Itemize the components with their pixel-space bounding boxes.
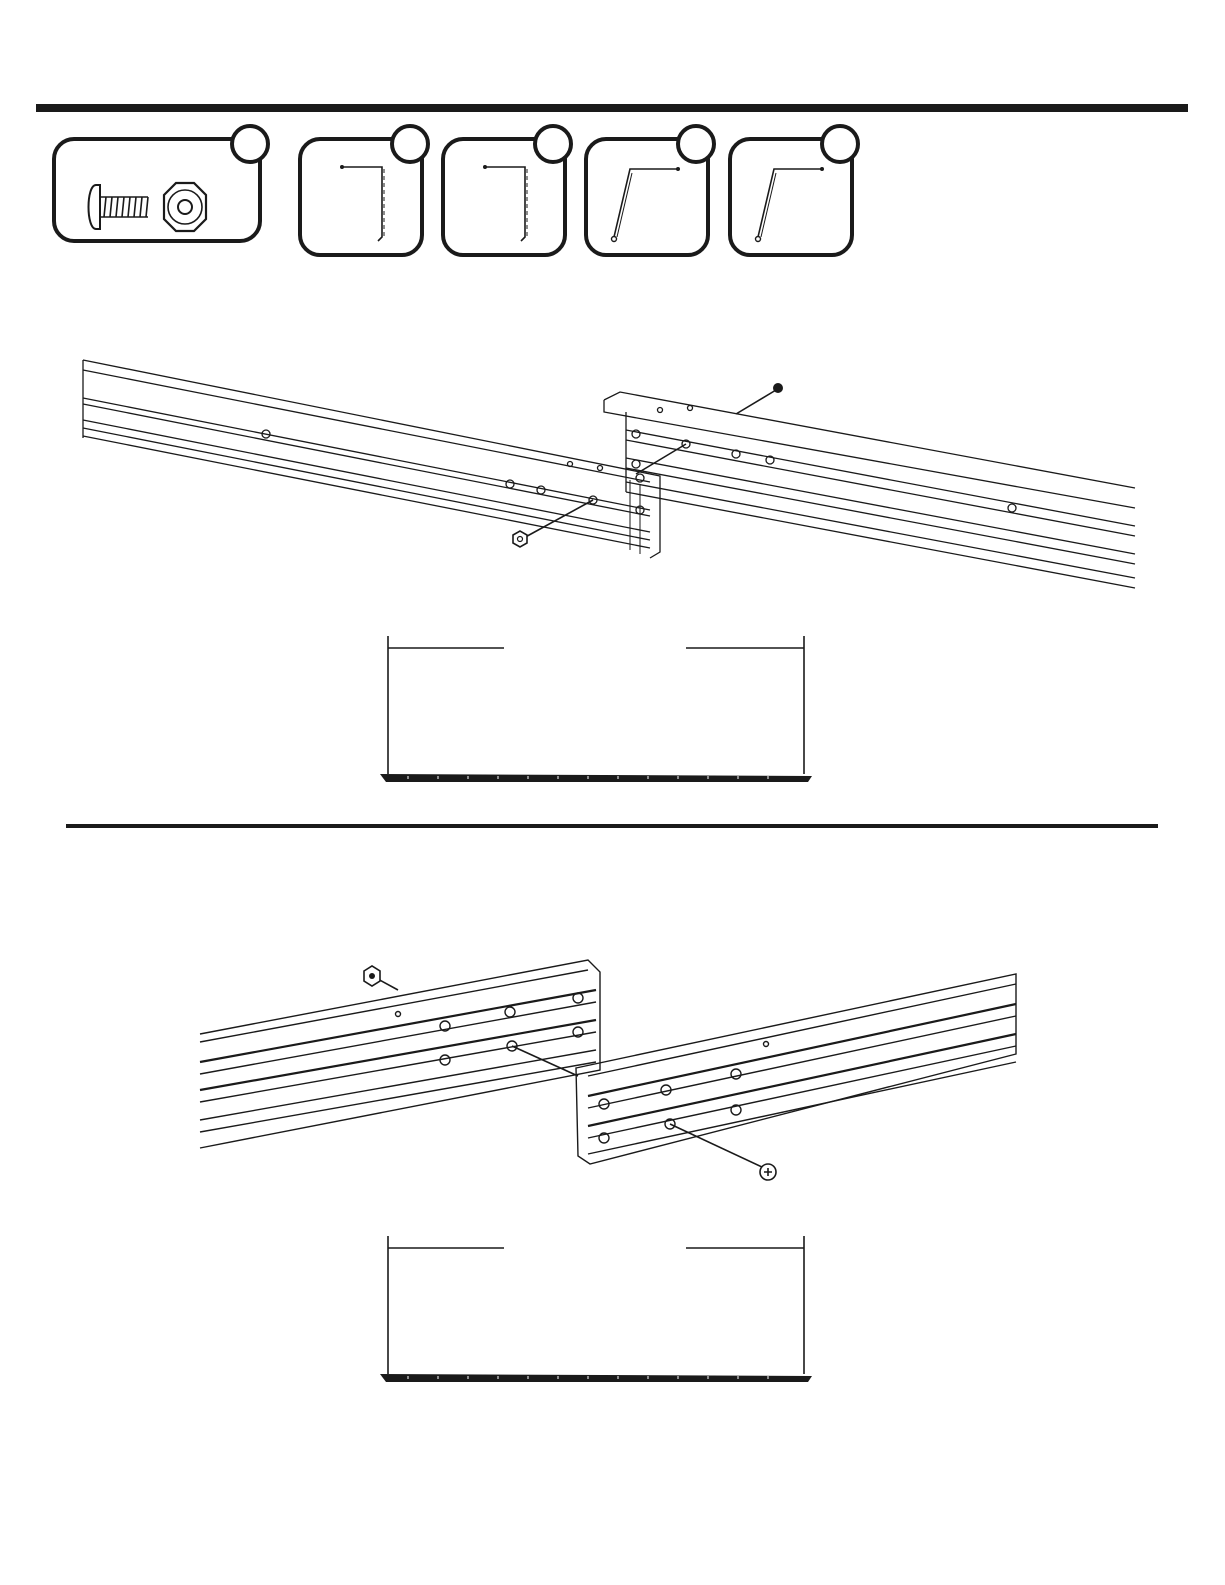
rail-joint-diagram-icon (0, 950, 1225, 1190)
part-badge (230, 124, 270, 164)
part-badge (820, 124, 860, 164)
part-badge (390, 124, 430, 164)
measurement-frame (378, 1236, 838, 1396)
header-rule (36, 104, 1188, 112)
rail-joint-diagram-icon (0, 350, 1225, 590)
screw-and-nut-icon (52, 137, 262, 243)
part-box-hardware (52, 137, 262, 243)
part-badge (533, 124, 573, 164)
part-badge (676, 124, 716, 164)
measurement-frame (378, 636, 838, 796)
section-rule (66, 824, 1158, 828)
